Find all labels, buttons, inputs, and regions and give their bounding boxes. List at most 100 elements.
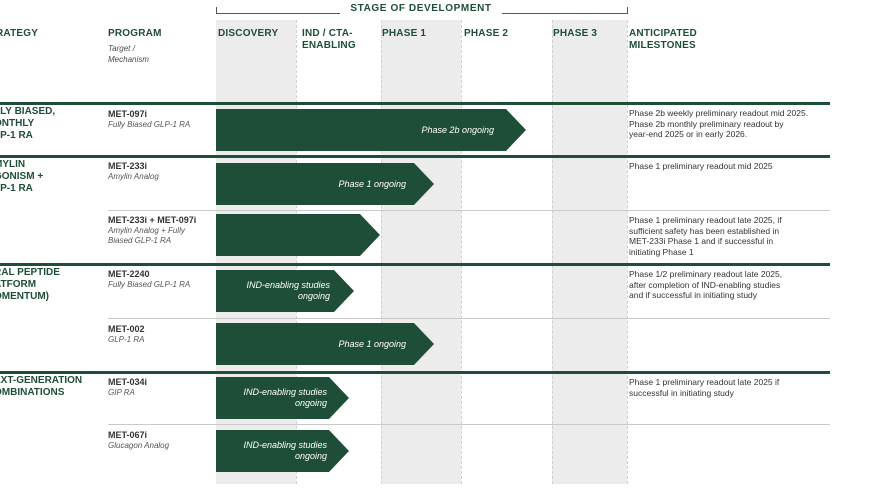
milestone-line: after completion of IND-enabling studies: [629, 279, 781, 290]
strategy-next-generation: EXT-GENERATION OMBINATIONS: [0, 375, 94, 399]
program-name: MET-002: [108, 324, 145, 334]
progress-arrow-label-line2: ongoing: [294, 398, 327, 408]
header-program-sub: Target / Mechanism: [108, 43, 149, 65]
progress-arrow-label: IND-enabling studies ongoing: [246, 280, 330, 302]
strategy-fully-biased: LLY BIASED, ONTHLY LP-1 RA: [0, 106, 94, 142]
strategy-line: GONISM +: [0, 171, 44, 182]
program-row: MET-233i Amylin Analog: [108, 161, 213, 182]
progress-arrow-label: Phase 2b ongoing: [421, 124, 494, 135]
program-row: MET-2240 Fully Biased GLP-1 RA: [108, 269, 213, 290]
column-separator: [627, 20, 628, 484]
milestone-line: Phase 1 preliminary readout late 2025 if: [629, 377, 780, 387]
progress-arrow-met-002: Phase 1 ongoing: [216, 323, 434, 365]
stage-of-development-title: STAGE OF DEVELOPMENT: [340, 2, 502, 16]
row-divider: [108, 424, 830, 425]
program-row: MET-233i + MET-097i Amylin Analog + Full…: [108, 215, 213, 246]
milestone-line: Phase 1 preliminary readout mid 2025: [629, 161, 773, 171]
header-ind-cta-line2: ENABLING: [302, 40, 356, 51]
program-target: Fully Biased GLP-1 RA: [108, 120, 191, 129]
section-divider: [0, 263, 830, 266]
program-row: MET-097i Fully Biased GLP-1 RA: [108, 109, 213, 130]
program-name: MET-233i + MET-097i: [108, 215, 197, 225]
strategy-line: MYLIN: [0, 159, 26, 170]
header-program: PROGRAM: [108, 28, 162, 39]
milestone-text: Phase 2b weekly preliminary readout mid …: [629, 108, 839, 140]
header-phase1: PHASE 1: [382, 28, 427, 39]
strategy-line: LLY BIASED,: [0, 106, 56, 117]
header-phase3: PHASE 3: [553, 28, 598, 39]
strategy-line: OMBINATIONS: [0, 387, 65, 398]
header-ind-cta-line1: IND / CTA-: [302, 28, 353, 39]
progress-arrow-label-line2: ongoing: [294, 451, 327, 461]
column-separator: [461, 20, 462, 484]
program-name: MET-2240: [108, 269, 150, 279]
milestone-text: Phase 1 preliminary readout mid 2025: [629, 161, 839, 172]
phase1-column-shade: [381, 20, 461, 484]
section-divider: [0, 155, 830, 158]
progress-arrow-label-line1: IND-enabling studies: [243, 387, 327, 397]
header-phase2: PHASE 2: [464, 28, 509, 39]
strategy-line: ONTHLY: [0, 118, 35, 129]
progress-arrow-met-2240: IND-enabling studies ongoing: [216, 270, 354, 312]
strategy-line: LP-1 RA: [0, 183, 33, 194]
column-separator: [381, 20, 382, 484]
header-anticipated-milestones: ANTICIPATED MILESTONES: [629, 28, 697, 52]
stage-bracket-left-tick: [216, 7, 217, 14]
milestone-line: initiating Phase 1: [629, 246, 694, 257]
progress-arrow-label-line1: IND-enabling studies: [243, 440, 327, 450]
program-target: Amylin Analog: [108, 172, 159, 181]
milestone-line: year-end 2025 or in early 2026.: [629, 129, 748, 139]
strategy-amylin: MYLIN GONISM + LP-1 RA: [0, 159, 94, 195]
milestone-line: Phase 2b weekly preliminary readout mid …: [629, 108, 809, 118]
header-milestones-line1: ANTICIPATED: [629, 28, 697, 39]
progress-arrow-met-233i: Phase 1 ongoing: [216, 163, 434, 205]
milestone-line: MET-233i Phase 1 and if successful in: [629, 236, 774, 246]
header-program-sub-line2: Mechanism: [108, 55, 149, 64]
program-row: MET-034i GIP RA: [108, 377, 213, 398]
program-name: MET-034i: [108, 377, 148, 387]
progress-arrow-label-line2: ongoing: [297, 291, 330, 301]
header-discovery: DISCOVERY: [218, 28, 279, 39]
progress-arrow-label: IND-enabling studies ongoing: [243, 387, 327, 409]
milestone-line: Phase 1/2 preliminary readout late 2025,: [629, 269, 783, 279]
strategy-line: EXT-GENERATION: [0, 375, 83, 386]
milestone-text: Phase 1/2 preliminary readout late 2025,…: [629, 269, 839, 301]
progress-arrow-met-233i-met-097i: [216, 214, 380, 256]
progress-arrow-label: Phase 1 ongoing: [338, 178, 406, 189]
milestone-line: successful in initiating study: [629, 387, 734, 398]
row-divider: [108, 210, 830, 211]
program-target: GLP-1 RA: [108, 335, 145, 344]
progress-arrow-label: Phase 1 ongoing: [338, 338, 406, 349]
progress-arrow-met-097i: Phase 2b ongoing: [216, 109, 526, 151]
strategy-line: OMENTUM): [0, 291, 49, 302]
program-name: MET-233i: [108, 161, 148, 171]
row-divider: [108, 318, 830, 319]
program-target: Amylin Analog + Fully: [108, 226, 185, 235]
milestone-line: Phase 2b monthly preliminary readout by: [629, 118, 784, 129]
header-milestones-line2: MILESTONES: [629, 40, 696, 51]
program-name: MET-067i: [108, 430, 148, 440]
milestone-text: Phase 1 preliminary readout late 2025, i…: [629, 215, 839, 257]
program-target: Glucagon Analog: [108, 441, 170, 450]
phase3-column-shade: [552, 20, 627, 484]
column-separator: [552, 20, 553, 484]
program-target: Biased GLP-1 RA: [108, 236, 172, 245]
program-target: GIP RA: [108, 388, 135, 397]
milestone-text: Phase 1 preliminary readout late 2025 if…: [629, 377, 839, 398]
header-ind-cta: IND / CTA- ENABLING: [302, 28, 356, 52]
progress-arrow-met-034i: IND-enabling studies ongoing: [216, 377, 349, 419]
milestone-line: and if successful in initiating study: [629, 290, 758, 300]
section-divider: [0, 102, 830, 105]
strategy-line: ATFORM: [0, 279, 37, 290]
milestone-line: Phase 1 preliminary readout late 2025, i…: [629, 215, 782, 225]
program-name: MET-097i: [108, 109, 148, 119]
section-divider: [0, 371, 830, 374]
milestone-line: sufficient safety has been established i…: [629, 225, 780, 236]
header-strategy: RATEGY: [0, 28, 39, 39]
strategy-line: RAL PEPTIDE: [0, 267, 60, 278]
program-row: MET-002 GLP-1 RA: [108, 324, 213, 345]
program-target: Fully Biased GLP-1 RA: [108, 280, 191, 289]
progress-arrow-met-067i: IND-enabling studies ongoing: [216, 430, 349, 472]
progress-arrow-label: IND-enabling studies ongoing: [243, 440, 327, 462]
